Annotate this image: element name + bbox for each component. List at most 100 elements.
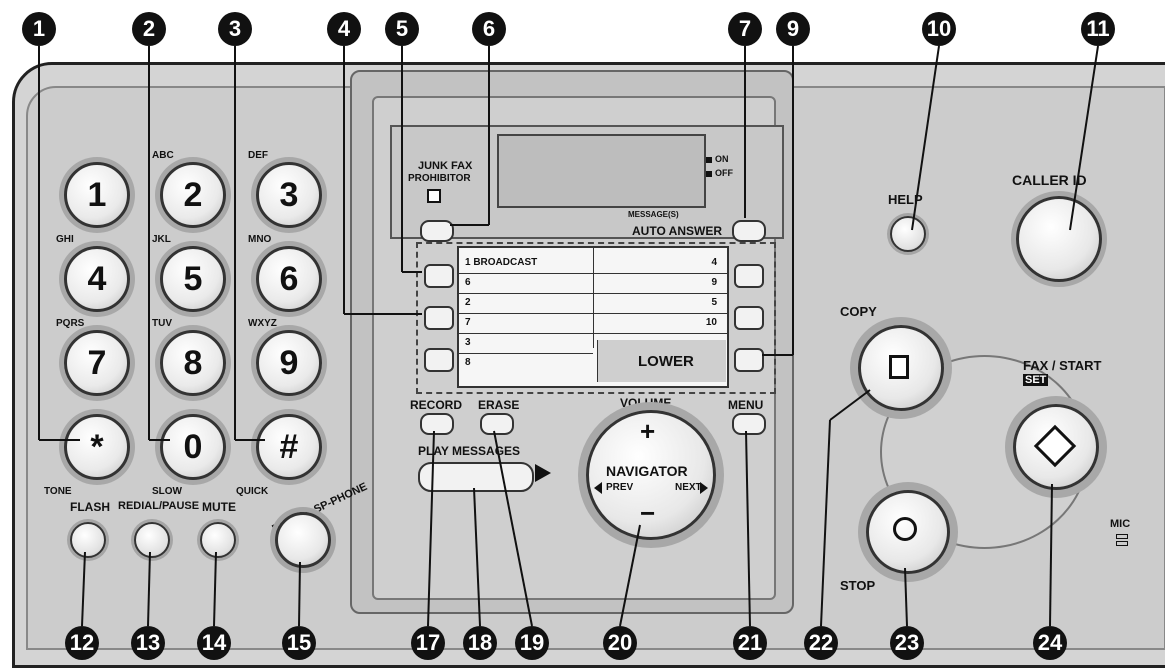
navigator-pad[interactable] [586, 410, 716, 540]
callout-4: 4 [327, 12, 361, 46]
auto-answer-button[interactable] [732, 220, 766, 242]
prohibitor-label: PROHIBITOR [408, 173, 471, 184]
volume-down-icon: − [640, 498, 656, 528]
key-0[interactable]: 0 [160, 414, 226, 480]
lcd-display [497, 134, 706, 208]
flash-button[interactable] [70, 522, 106, 558]
callout-3: 3 [218, 12, 252, 46]
callout-7: 7 [728, 12, 762, 46]
directory-row: 3 [459, 334, 593, 354]
next-arrow-icon [700, 482, 708, 494]
mic-label: MIC [1110, 518, 1131, 530]
menu-label: MENU [728, 398, 764, 412]
key-1[interactable]: 1 [64, 162, 130, 228]
callout-22: 22 [804, 626, 838, 660]
key-2-letters: ABC [152, 150, 174, 161]
key-6-letters: MNO [248, 234, 272, 245]
stop-icon [893, 517, 917, 541]
station-key-left-3[interactable] [424, 348, 454, 372]
callout-15: 15 [282, 626, 316, 660]
key-3-letters: DEF [248, 150, 268, 161]
flash-label: FLASH [70, 500, 110, 514]
key-7[interactable]: 7 [64, 330, 130, 396]
record-button[interactable] [420, 413, 454, 435]
key-4[interactable]: 4 [64, 246, 130, 312]
directory-left: 2 [465, 297, 471, 308]
callout-9: 9 [776, 12, 810, 46]
digital-sp-phone-button[interactable] [275, 512, 331, 568]
key-6[interactable]: 6 [256, 246, 322, 312]
key-7-letters: PQRS [56, 318, 85, 329]
key-hash[interactable]: # [256, 414, 322, 480]
directory-row: 2 5 [459, 294, 727, 314]
erase-button[interactable] [480, 413, 514, 435]
callout-14: 14 [197, 626, 231, 660]
key-8[interactable]: 8 [160, 330, 226, 396]
mute-label: MUTE [202, 500, 236, 514]
directory-right: 10 [705, 317, 717, 328]
stop-label: STOP [840, 578, 876, 593]
station-key-right-1[interactable] [734, 264, 764, 288]
station-key-right-2[interactable] [734, 306, 764, 330]
caller-id-label: CALLER ID [1012, 172, 1087, 188]
key-5[interactable]: 5 [160, 246, 226, 312]
key-9[interactable]: 9 [256, 330, 322, 396]
directory-right: 5 [711, 297, 717, 308]
record-label: RECORD [410, 398, 463, 412]
navigator-label: NAVIGATOR [606, 463, 688, 479]
directory-right: 4 [711, 257, 717, 268]
callout-18: 18 [463, 626, 497, 660]
slow-label: SLOW [152, 486, 182, 497]
key-2[interactable]: 2 [160, 162, 226, 228]
callout-1: 1 [22, 12, 56, 46]
mute-button[interactable] [200, 522, 236, 558]
help-button[interactable] [890, 216, 926, 252]
station-key-left-2[interactable] [424, 306, 454, 330]
callout-20: 20 [603, 626, 637, 660]
next-label: NEXT [675, 482, 702, 493]
caller-id-button[interactable] [1016, 196, 1102, 282]
copy-label: COPY [840, 304, 877, 319]
off-label: OFF [715, 168, 733, 178]
callout-10: 10 [922, 12, 956, 46]
on-label: ON [715, 154, 729, 164]
callout-2: 2 [132, 12, 166, 46]
station-key-left-1[interactable] [424, 264, 454, 288]
play-messages-button[interactable] [418, 462, 534, 492]
lower-button[interactable] [734, 348, 764, 372]
directory-row: 8 [459, 354, 593, 373]
callout-17: 17 [411, 626, 445, 660]
directory-left: 8 [465, 357, 471, 368]
volume-label: VOLUME [620, 396, 672, 410]
menu-button[interactable] [732, 413, 766, 435]
tone-label: TONE [44, 486, 72, 497]
directory-row: 7 10 [459, 314, 727, 334]
on-indicator-icon [706, 157, 712, 163]
lower-panel: LOWER [597, 340, 726, 382]
callout-21: 21 [733, 626, 767, 660]
key-star[interactable]: * [64, 414, 130, 480]
callout-24: 24 [1033, 626, 1067, 660]
play-arrow-icon [535, 464, 551, 482]
play-messages-label: PLAY MESSAGES [418, 444, 521, 458]
key-4-letters: GHI [56, 234, 74, 245]
set-label: SET [1023, 374, 1049, 386]
key-9-letters: WXYZ [248, 318, 277, 329]
directory-divider [593, 248, 594, 348]
erase-label: ERASE [478, 398, 520, 412]
directory-right: 9 [711, 277, 717, 288]
key-3[interactable]: 3 [256, 162, 322, 228]
callout-19: 19 [515, 626, 549, 660]
directory-row: 1 BROADCAST 4 [459, 254, 727, 274]
callout-11: 11 [1081, 12, 1115, 46]
redial-pause-button[interactable] [134, 522, 170, 558]
junk-fax-button[interactable] [420, 220, 454, 242]
volume-up-icon: + [640, 416, 656, 446]
copy-icon [889, 355, 909, 379]
mic-slot-icon [1116, 534, 1128, 539]
station-keys-area [416, 242, 776, 394]
lower-label: LOWER [638, 353, 694, 370]
junk-fax-indicator-icon [427, 189, 441, 203]
junk-fax-label: JUNK FAX [418, 160, 473, 172]
prev-arrow-icon [594, 482, 602, 494]
